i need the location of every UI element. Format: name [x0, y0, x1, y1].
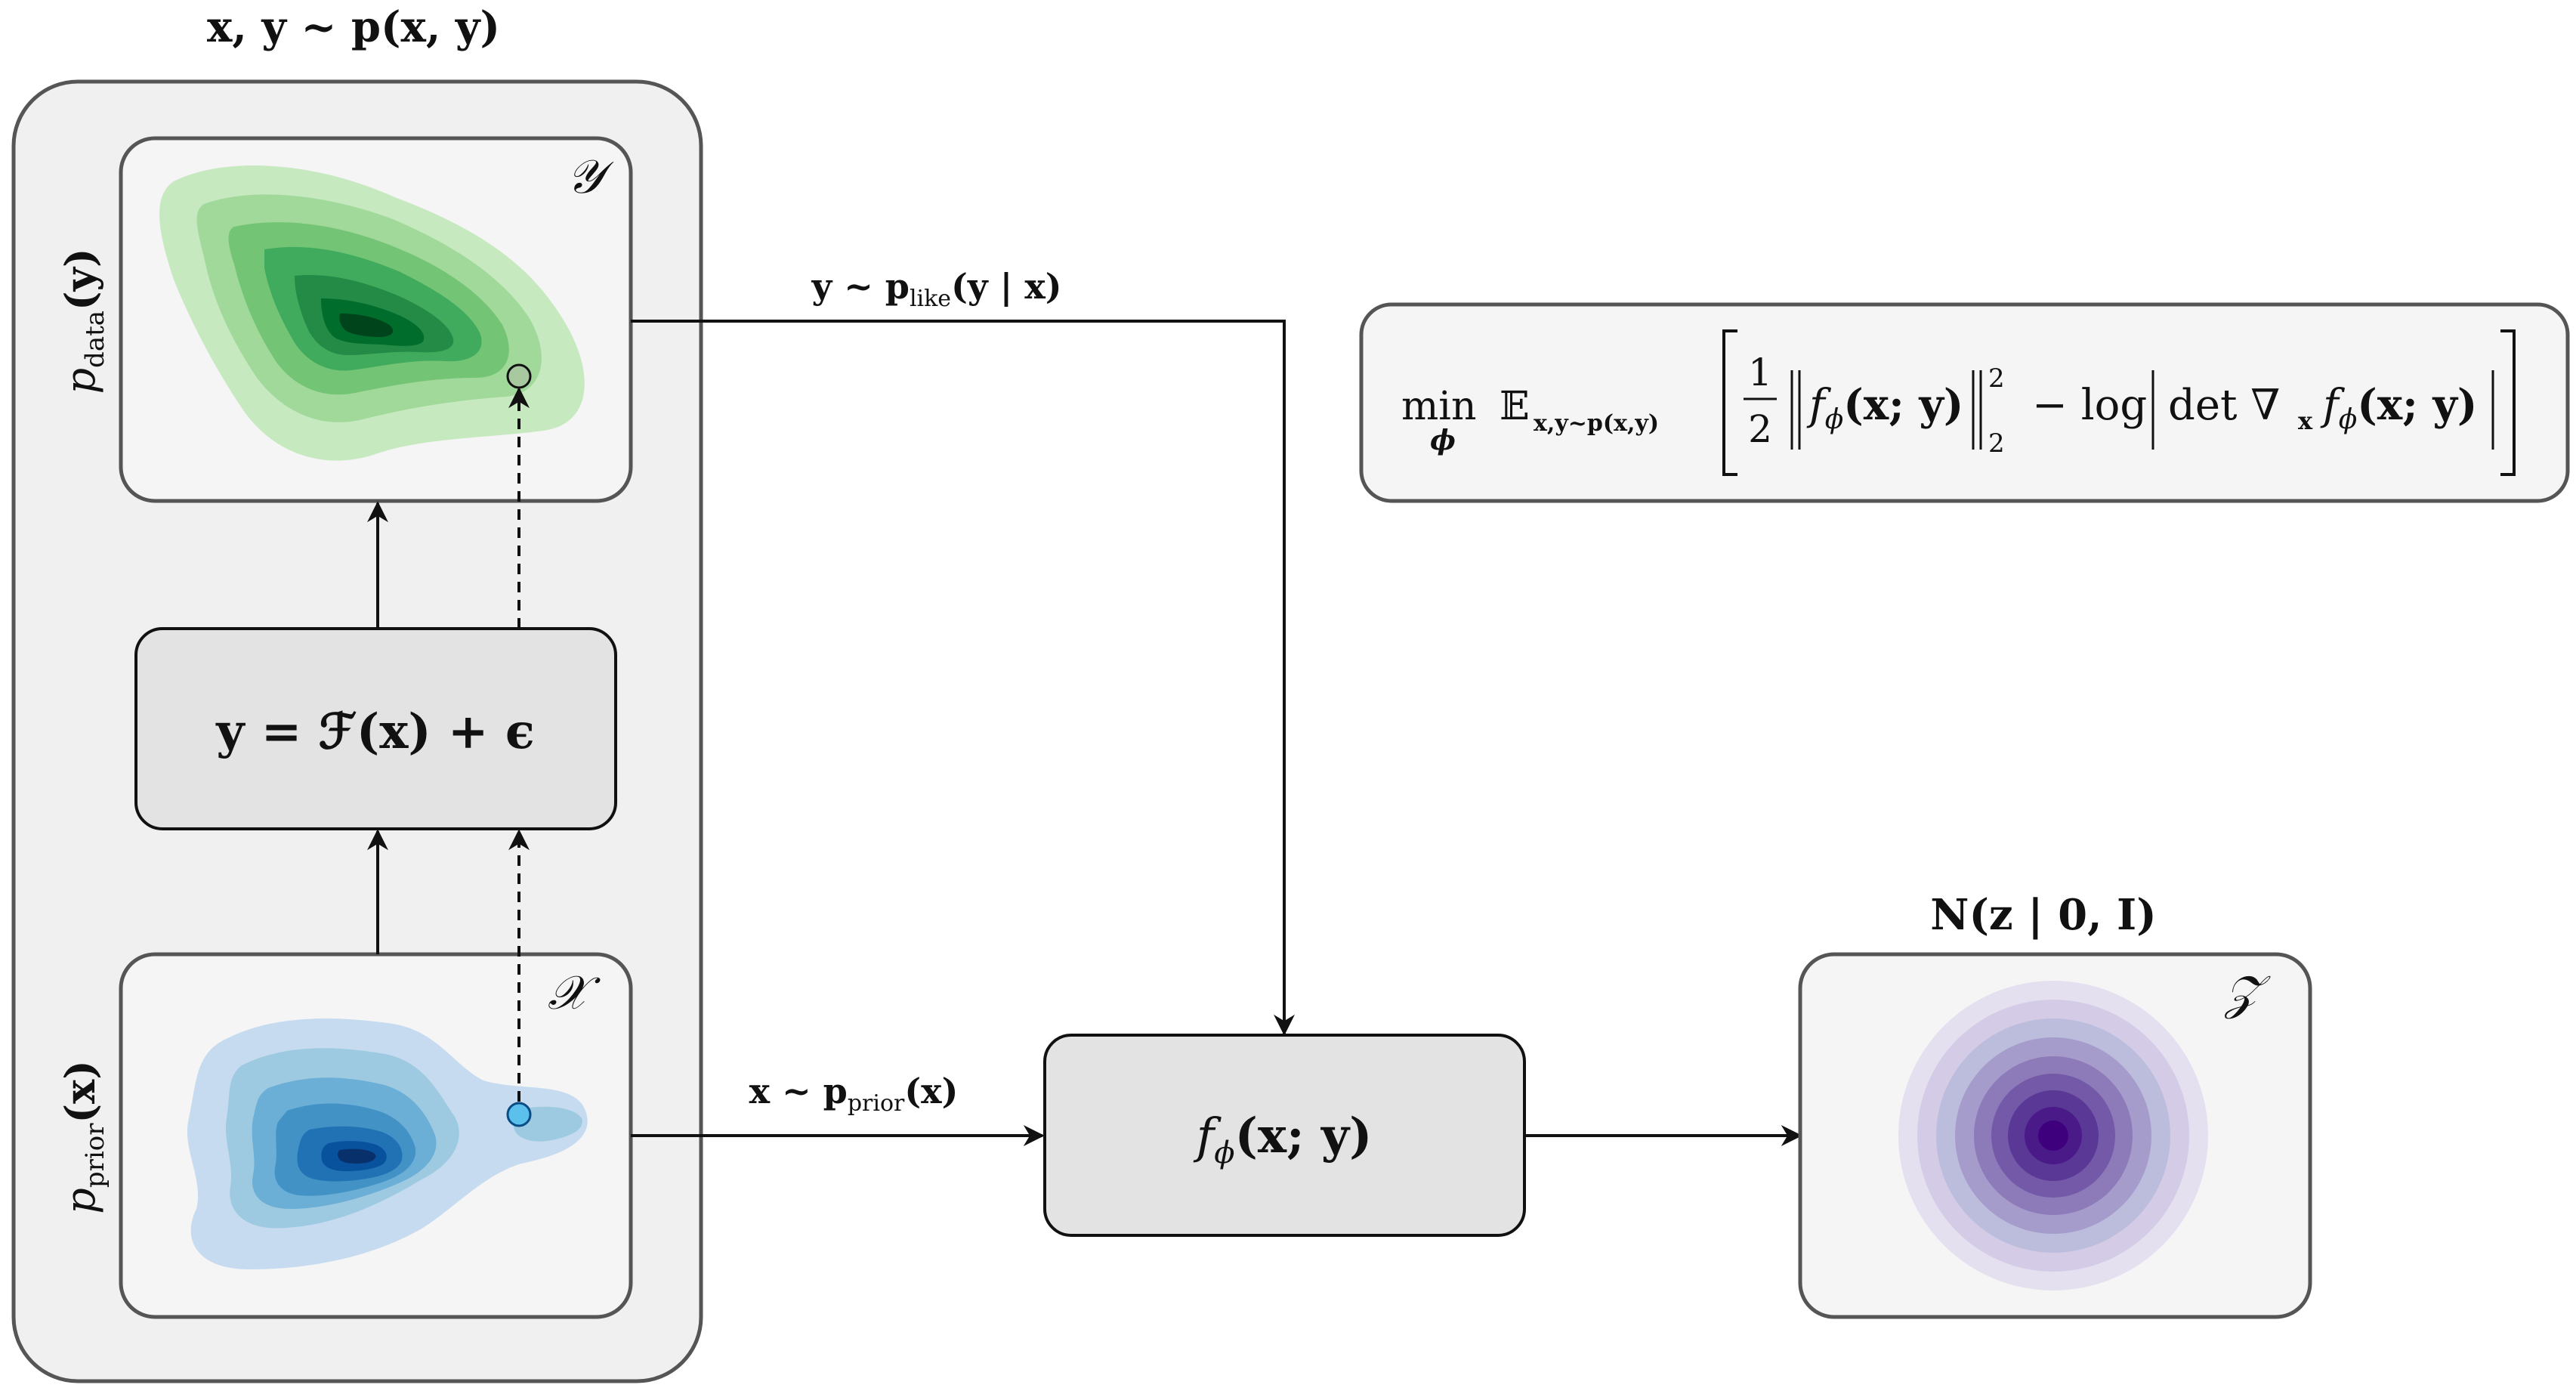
svg-text:2: 2: [1988, 363, 2005, 394]
flow-node: fϕ(x; y): [1043, 1034, 1526, 1237]
svg-text:2: 2: [1748, 407, 1772, 451]
forward-model-text: y = ℱ(x) + ϵ: [215, 703, 535, 760]
svg-text:fϕ(x; y): fϕ(x; y): [2320, 380, 2477, 435]
x-space-panel: 𝒳: [119, 952, 633, 1319]
svg-text:1: 1: [1748, 351, 1772, 394]
svg-text:min: min: [1401, 384, 1476, 429]
flow-node-text: fϕ(x; y): [1194, 1108, 1373, 1170]
svg-text:𝔼: 𝔼: [1500, 384, 1530, 429]
y-space-panel: 𝒴: [119, 136, 633, 503]
latent-distribution-label: N(z | 0, I): [1930, 890, 2157, 940]
svg-text:pprior(x): pprior(x): [56, 1060, 110, 1214]
forward-model-node: y = ℱ(x) + ϵ: [134, 627, 617, 830]
svg-text:x,y~p(x,y): x,y~p(x,y): [1534, 410, 1659, 437]
svg-text:− log: − log: [2032, 381, 2147, 430]
p-data-label: pdata(y): [56, 248, 110, 394]
latent-space-panel: 𝒵: [1798, 952, 2312, 1319]
left-bracket: [1722, 329, 1737, 476]
p-prior-label: pprior(x): [56, 1060, 110, 1214]
latent-density-plot: [1898, 981, 2208, 1291]
x-density-plot: [187, 1018, 588, 1269]
edge-likelihood: [631, 320, 1295, 1036]
likelihood-label: y ~ plike(y | x): [811, 266, 1061, 312]
y-sample-point: [506, 363, 532, 389]
joint-distribution-label: x, y ~ p(x, y): [207, 2, 500, 52]
svg-text:det ∇: det ∇: [2168, 381, 2280, 430]
svg-text:pdata(y): pdata(y): [56, 248, 110, 394]
y-density-plot: [159, 165, 585, 461]
right-bracket: [2500, 329, 2516, 476]
objective-box: min ϕ 𝔼 x,y~p(x,y) 1 2 fϕ(x; y) 2 2 − lo…: [1359, 302, 2570, 503]
svg-text:x: x: [2298, 406, 2313, 435]
svg-text:ϕ: ϕ: [1430, 425, 1456, 456]
x-sample-point: [506, 1102, 532, 1127]
svg-text:fϕ(x; y): fϕ(x; y): [1806, 380, 1963, 435]
svg-text:2: 2: [1988, 428, 2005, 459]
prior-label: x ~ pprior(x): [749, 1071, 959, 1117]
objective-formula: min ϕ 𝔼 x,y~p(x,y) 1 2 fϕ(x; y) 2 2 − lo…: [1401, 329, 2516, 476]
